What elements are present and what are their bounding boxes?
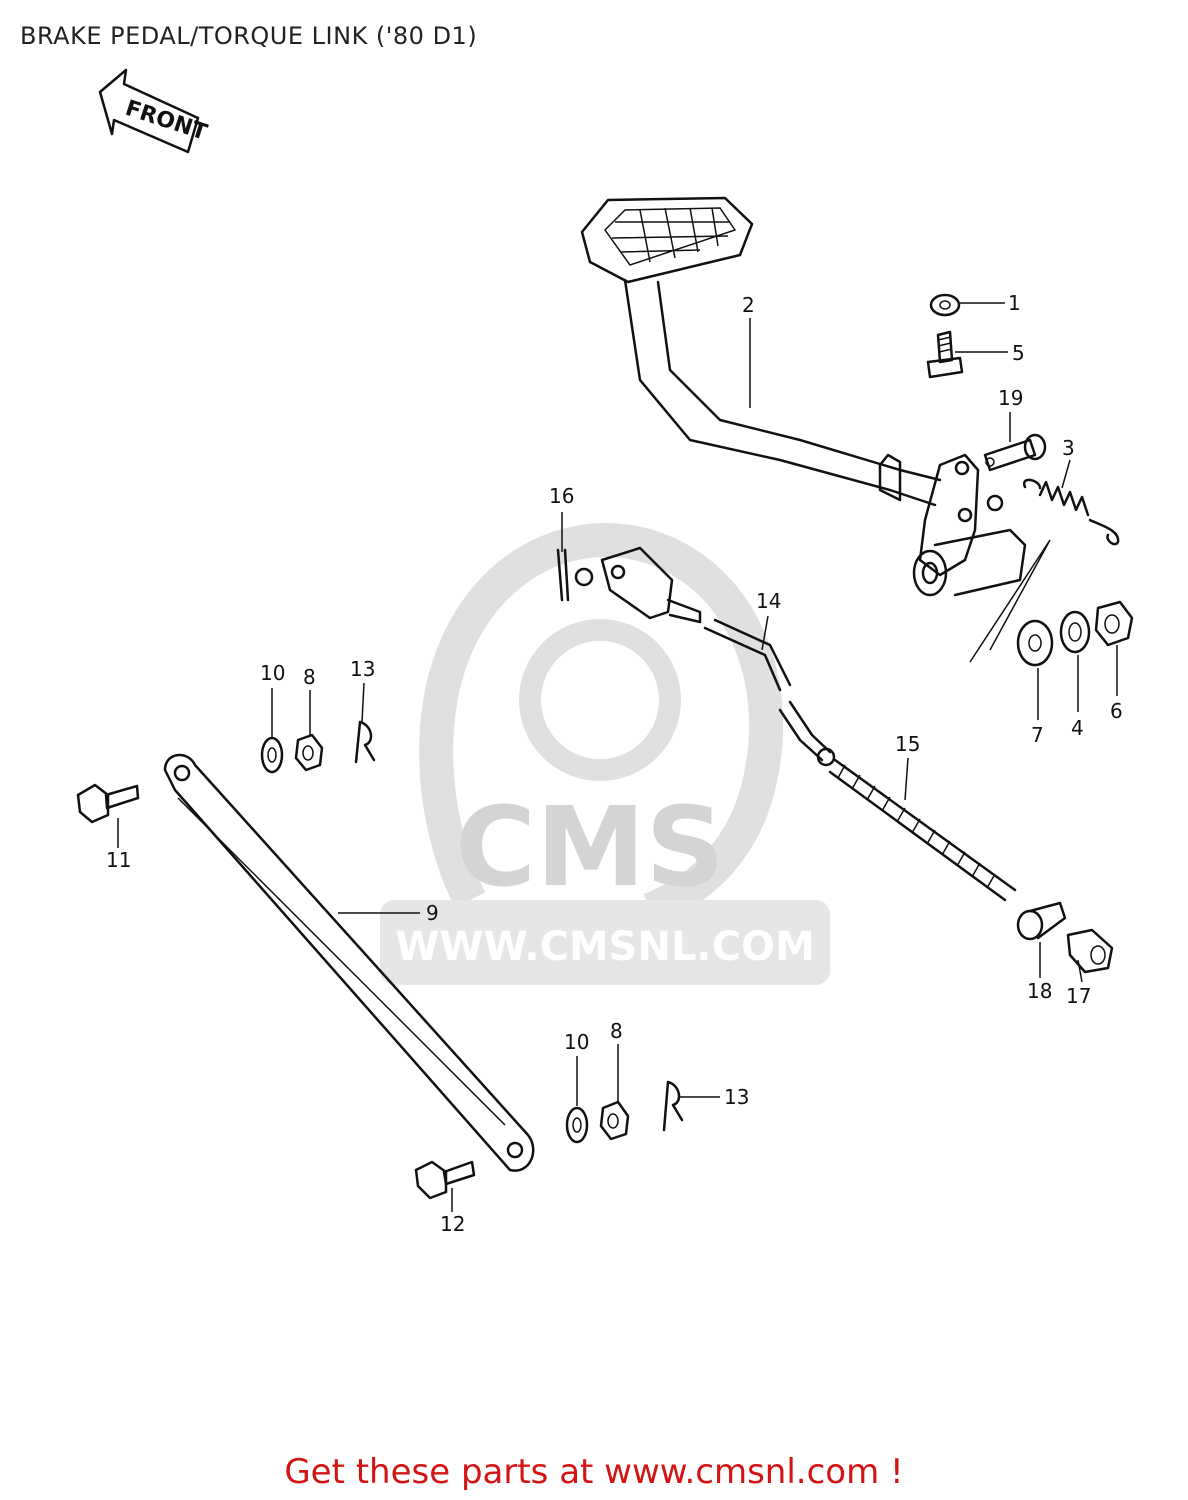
callout-6: 6 <box>1110 699 1123 723</box>
callout-18: 18 <box>1027 979 1052 1003</box>
nut-part-1 <box>929 293 961 317</box>
callout-14: 14 <box>756 589 781 613</box>
adjuster-rod-part-15 <box>816 747 1017 902</box>
clevis-joint <box>600 546 702 624</box>
washer-part-7 <box>1016 619 1054 667</box>
washer-part-10-lower <box>565 1106 589 1144</box>
callout-10-lower: 10 <box>564 1030 589 1054</box>
nut-part-8-upper <box>294 733 324 772</box>
callout-9: 9 <box>426 901 439 925</box>
washer-part-4 <box>1059 610 1091 654</box>
callout-10-upper: 10 <box>260 661 285 685</box>
callout-13-upper: 13 <box>350 657 375 681</box>
callout-17: 17 <box>1066 984 1091 1008</box>
callout-2: 2 <box>742 293 755 317</box>
bolt-part-11 <box>76 783 140 824</box>
brake-rod-part-14 <box>703 618 832 762</box>
callout-15: 15 <box>895 732 920 756</box>
nut-part-6 <box>1094 600 1134 647</box>
footer-link[interactable]: Get these parts at www.cmsnl.com ! <box>284 1452 904 1492</box>
callout-5: 5 <box>1012 341 1025 365</box>
callout-19: 19 <box>998 386 1023 410</box>
page-title: BRAKE PEDAL/TORQUE LINK ('80 D1) <box>20 22 478 50</box>
callout-16: 16 <box>549 484 574 508</box>
pin-part-19 <box>983 433 1047 472</box>
pivot-part-18 <box>1016 901 1067 941</box>
nut-part-17 <box>1066 928 1114 974</box>
assembly-bracket-line <box>969 539 1051 663</box>
callout-13-lower: 13 <box>724 1085 749 1109</box>
callout-3: 3 <box>1062 436 1075 460</box>
brake-pedal <box>580 196 1027 597</box>
watermark-url: WWW.CMSNL.COM <box>395 924 815 970</box>
callout-8-upper: 8 <box>303 665 316 689</box>
front-arrow-icon: FRONT <box>98 68 210 154</box>
callout-4: 4 <box>1071 716 1084 740</box>
watermark-brand: CMS <box>455 783 724 911</box>
clip-part-13-lower <box>662 1080 684 1132</box>
callout-12: 12 <box>440 1212 465 1236</box>
leader-lines <box>117 302 1118 1212</box>
clip-part-13-upper <box>354 720 376 764</box>
spring-part-3 <box>1022 478 1120 546</box>
bolt-part-12 <box>414 1160 476 1200</box>
torque-link-part-9 <box>163 753 535 1172</box>
callout-8-lower: 8 <box>610 1019 623 1043</box>
cmsnl-watermark: CMS WWW.CMSNL.COM <box>380 523 830 985</box>
callout-1: 1 <box>1008 291 1021 315</box>
bolt-part-5 <box>926 330 964 379</box>
nut-part-8-lower <box>599 1100 630 1141</box>
callout-11: 11 <box>106 848 131 872</box>
washer-part-10-upper <box>260 736 284 774</box>
callout-7: 7 <box>1031 723 1044 747</box>
cotter-pin-part-16 <box>556 548 594 602</box>
